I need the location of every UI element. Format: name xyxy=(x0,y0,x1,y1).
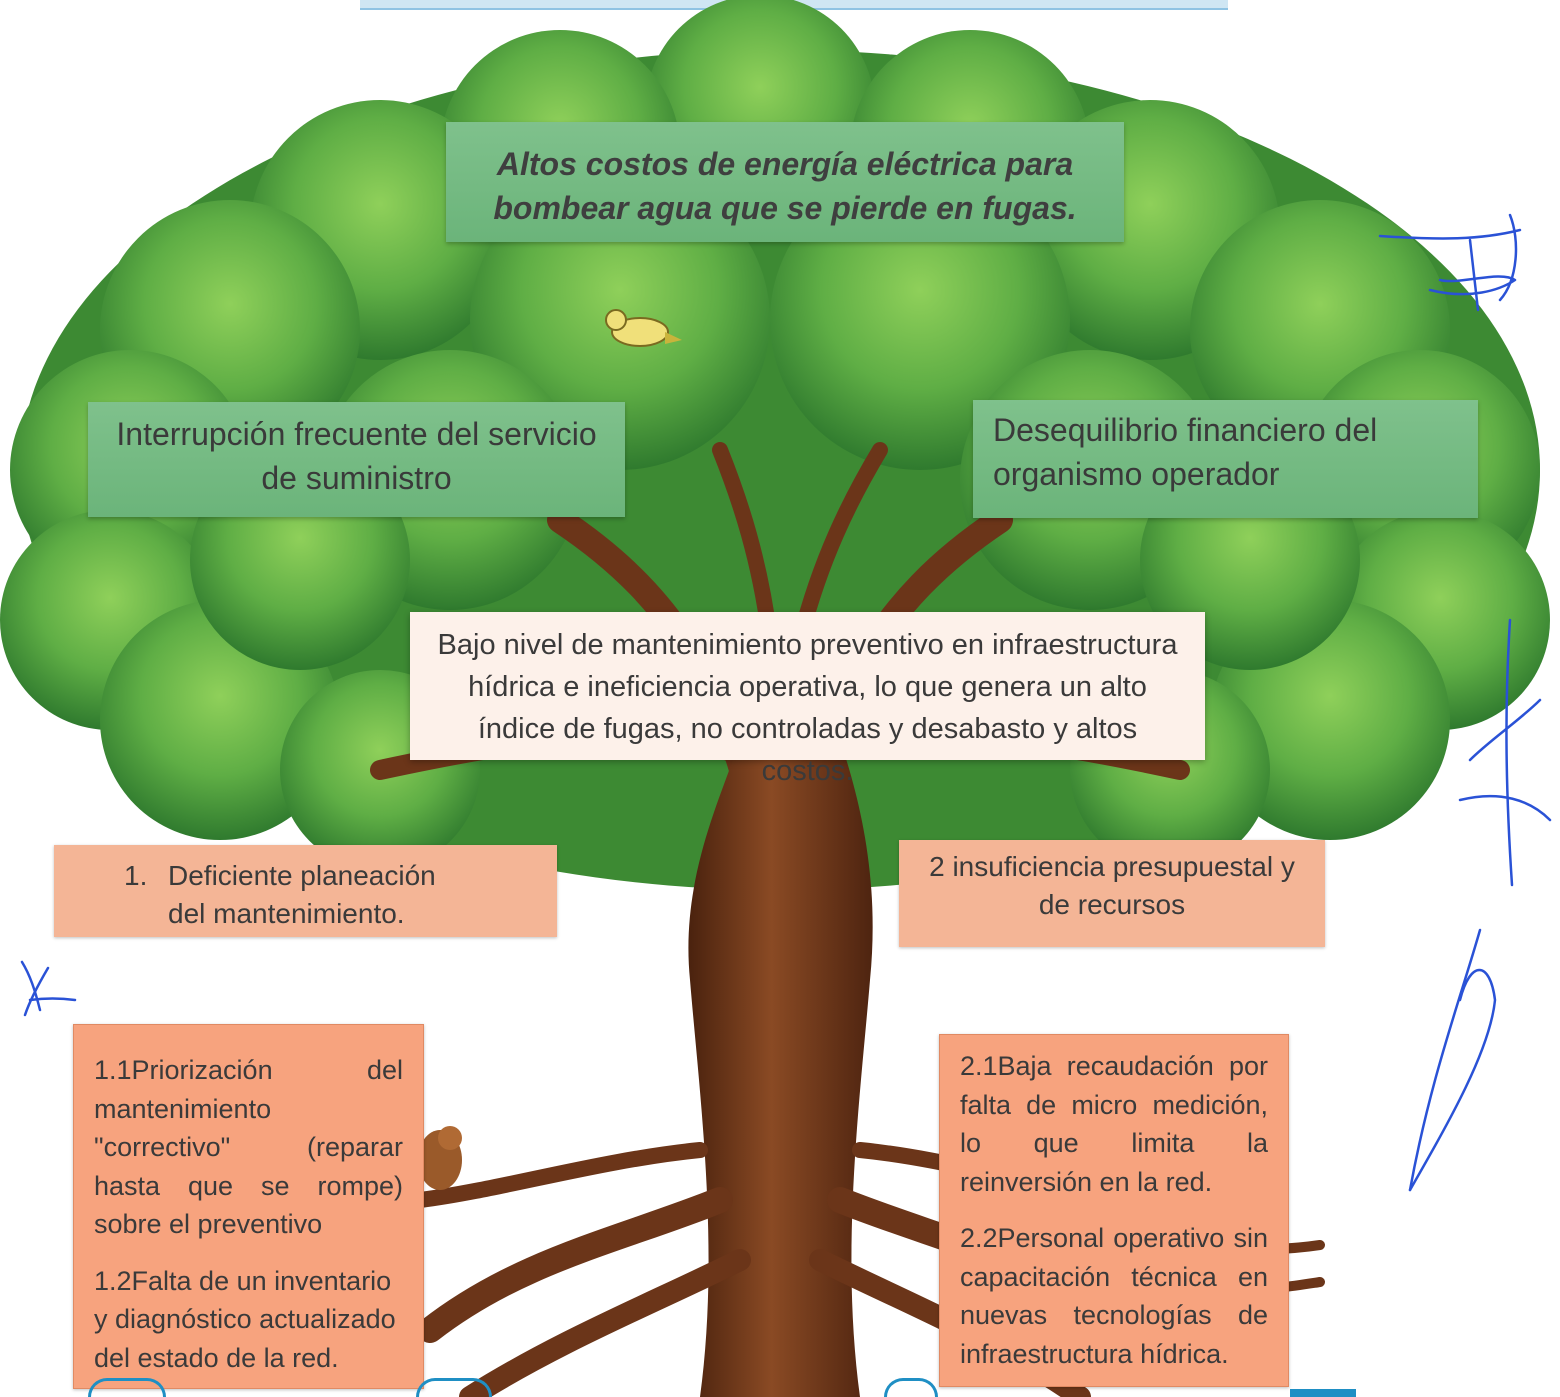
cause-1-box: 1. Deficiente planeación del mantenimien… xyxy=(54,845,557,937)
subcause-1-1: 1.1Priorización del mantenimiento "corre… xyxy=(94,1055,403,1239)
effect-2-text: Desequilibrio financiero del organismo o… xyxy=(993,412,1378,492)
subcause-2-2: 2.2Personal operativo sin capacitación t… xyxy=(960,1223,1268,1369)
effect-2-box: Desequilibrio financiero del organismo o… xyxy=(973,400,1478,518)
cause-2-title: 2 insuficiencia presupuestal y de recurs… xyxy=(929,851,1295,920)
central-problem-box: Bajo nivel de mantenimiento preventivo e… xyxy=(410,612,1205,787)
bottom-decoration-left xyxy=(88,1378,166,1397)
squirrel-illustration xyxy=(418,1126,462,1190)
cause-2-box: 2 insuficiencia presupuestal y de recurs… xyxy=(899,840,1325,947)
cause-1-number: 1. xyxy=(124,860,148,891)
effect-1-box: Interrupción frecuente del servicio de s… xyxy=(88,402,625,517)
effect-main-box: Altos costos de energía eléctrica para b… xyxy=(446,122,1124,242)
cause-1-subcauses-box: 1.1Priorización del mantenimiento "corre… xyxy=(73,1024,424,1389)
tree-trunk xyxy=(688,740,873,1397)
bottom-decoration-mid xyxy=(416,1378,492,1397)
cause-1-title: Deficiente planeación del mantenimiento. xyxy=(168,860,436,929)
effect-1-text: Interrupción frecuente del servicio de s… xyxy=(116,416,597,496)
handwritten-signatures xyxy=(20,213,1552,1192)
bottom-bar-right xyxy=(1290,1389,1356,1397)
bottom-decoration-right xyxy=(884,1378,938,1397)
cause-2-subcauses-box: 2.1Baja recaudación por falta de micro m… xyxy=(939,1034,1289,1387)
subcause-2-1: 2.1Baja recaudación por falta de micro m… xyxy=(960,1051,1268,1197)
bird-illustration xyxy=(605,309,682,347)
central-problem-text: Bajo nivel de mantenimiento preventivo e… xyxy=(437,629,1178,787)
subcause-1-2: 1.2Falta de un inventario y diagnóstico … xyxy=(94,1265,396,1373)
effect-main-text: Altos costos de energía eléctrica para b… xyxy=(493,146,1077,226)
